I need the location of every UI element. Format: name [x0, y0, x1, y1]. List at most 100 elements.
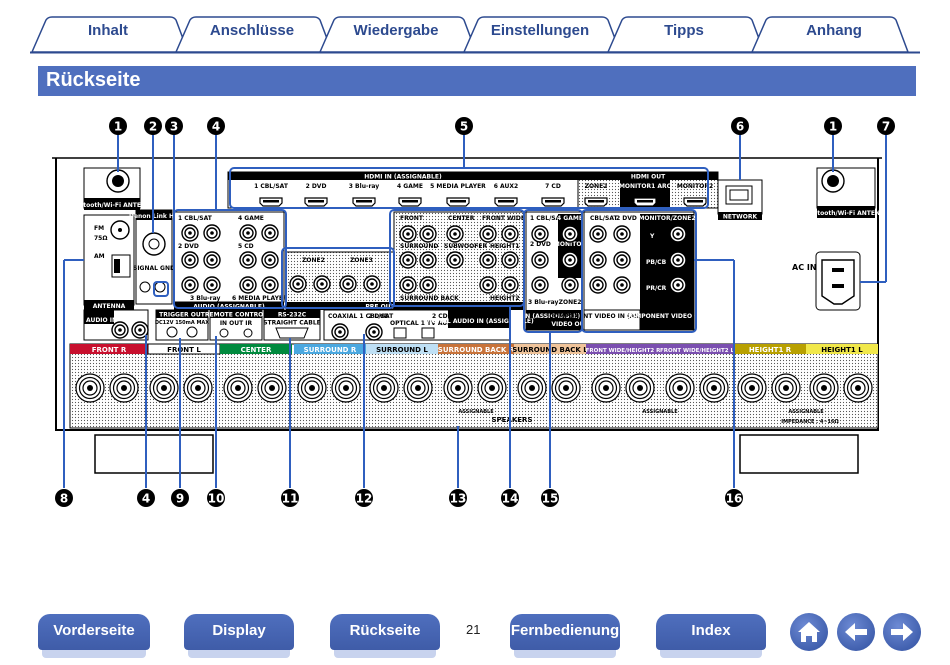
arrow-right-icon — [891, 623, 913, 641]
speaker-section: FRONT R FRONT L CENTER SURROUND R SURROU… — [69, 343, 879, 429]
audio-label-cd: 5 CD — [238, 243, 254, 250]
preout-surroundback-label: SURROUND BACK — [400, 295, 459, 302]
tab-anhang[interactable]: Anhang — [806, 22, 862, 39]
trigger-out-label: TRIGGER OUT — [159, 312, 206, 319]
speaker-front-r-label: FRONT R — [92, 346, 127, 354]
tab-tipps[interactable]: Tipps — [664, 22, 704, 39]
speaker-frontwide-r-label: FRONT WIDE/HEIGHT2 R — [586, 348, 661, 354]
assignable-label-3: ASSIGNABLE — [788, 409, 824, 415]
bt-antenna-left-label: Bluetooth/Wi-Fi ANTENNA — [68, 202, 156, 209]
hdmi-out-label: HDMI OUT — [631, 174, 666, 181]
nav-rueckseite-button[interactable]: Rückseite — [330, 614, 440, 658]
remote-control-label: REMOTE CONTROL — [205, 312, 267, 319]
hdmi-out-monitor2-label: MONITOR2 — [677, 183, 713, 190]
video-monitor-label: MONITOR — [554, 241, 587, 248]
callout-12: 12 — [356, 492, 373, 506]
callout-16: 16 — [726, 492, 743, 506]
fm-label: FM — [94, 225, 104, 232]
page-title: Rückseite — [46, 69, 141, 91]
fm-ohm-label: 75Ω — [94, 235, 107, 242]
nav-fernbedienung-button[interactable]: Fernbedienung — [510, 614, 620, 658]
digital-audio-label: DIGITAL AUDIO IN (ASSIGNABLE) — [424, 318, 534, 325]
callout-10: 10 — [208, 492, 225, 506]
speaker-frontwide-l-label: FRONT WIDE/HEIGHT2 L — [660, 348, 734, 354]
callout-6: 6 — [736, 120, 744, 134]
callout-3: 3 — [170, 120, 178, 134]
remote-sub-label: IN OUT IR — [220, 320, 253, 327]
preout-frontwide-label: FRONT WIDE — [482, 215, 525, 222]
speaker-front-l-label: FRONT L — [167, 346, 201, 354]
hdmi-in-5-label: 5 MEDIA PLAYER — [430, 183, 486, 190]
nav-vorderseite-button[interactable]: Vorderseite — [38, 614, 150, 658]
component-dvd-label: 2 DVD — [616, 215, 637, 222]
tab-anschluesse[interactable]: Anschlüsse — [209, 22, 295, 39]
video-dvd-label: 2 DVD — [530, 241, 551, 248]
preout-subwoofer-label: SUBWOOFER — [444, 243, 487, 250]
tab-einstellungen[interactable]: Einstellungen — [490, 22, 590, 39]
top-tab-bar: Inhalt Anschlüsse Wiedergabe Einstellung… — [30, 16, 920, 54]
foot-right — [739, 434, 859, 474]
hdmi-in-2-label: 2 DVD — [306, 183, 327, 190]
component-pb-label: PB/CB — [646, 259, 667, 266]
speaker-height1-r-label: HEIGHT1 R — [749, 346, 792, 354]
hdmi-in-3-label: 3 Blu-ray — [349, 183, 379, 190]
speaker-surroundback-r-label: SURROUND BACK R — [438, 346, 515, 354]
am-label: AM — [94, 253, 105, 260]
hdmi-in-1-label: 1 CBL/SAT — [254, 183, 289, 190]
bt-antenna-right-label: Bluetooth/Wi-Fi ANTENNA — [802, 210, 890, 217]
network-label: NETWORK — [723, 214, 758, 221]
video-bluray-label: 3 Blu-ray — [528, 299, 558, 306]
straight-cable-label: STRAIGHT CABLE — [263, 320, 321, 327]
callout-4a: 4 — [212, 120, 220, 134]
callout-15: 15 — [542, 492, 559, 506]
hdmi-out-zone2-label: ZONE2 — [585, 183, 608, 190]
callout-5: 5 — [460, 120, 468, 134]
preout-front-label: FRONT — [400, 215, 424, 222]
zone2-label: ZONE2 — [302, 257, 325, 264]
video-zone2-label: ZONE2 — [559, 299, 582, 306]
tab-wiedergabe[interactable]: Wiedergabe — [353, 22, 439, 39]
audio-label-bluray: 3 Blu-ray — [190, 295, 220, 302]
hdmi-out-ports — [584, 197, 707, 207]
assignable-label-2: ASSIGNABLE — [642, 409, 678, 415]
tab-inhalt[interactable]: Inhalt — [88, 22, 128, 39]
video-game-label: 4 GAME — [557, 215, 583, 222]
rs232c-label: RS-232C — [278, 312, 307, 319]
impedance-label: IMPEDANCE : 4~16Ω — [781, 419, 839, 425]
video-cbl-label: 1 CBL/SAT — [530, 215, 565, 222]
speaker-height1-l-label: HEIGHT1 L — [821, 346, 863, 354]
callout-9: 9 — [176, 492, 184, 506]
foot-left — [94, 434, 214, 474]
nav-display-button[interactable]: Display — [184, 614, 294, 658]
callout-1a: 1 — [114, 120, 122, 134]
hdmi-out-monitor1-label: MONITOR1 ARC — [619, 183, 672, 190]
preout-center-label: CENTER — [448, 215, 475, 222]
speaker-surround-r-label: SURROUND R — [304, 346, 357, 354]
callout-lines — [63, 134, 887, 488]
signal-gnd-label: SIGNAL GND — [133, 265, 175, 272]
nav-index-button[interactable]: Index — [656, 614, 766, 658]
preout-surround-label: SURROUND — [400, 243, 438, 250]
digital-coax1-label: COAXIAL 1 CBL/SAT — [328, 313, 394, 320]
back-button[interactable] — [837, 613, 875, 651]
rear-panel-diagram: Bluetooth/Wi-Fi ANTENNA Bluetooth/Wi-Fi … — [52, 117, 895, 507]
denon-link-label: Denon Link HD — [129, 213, 179, 220]
video-in-label: VIDEO IN (ASSIGNABLE) — [500, 313, 581, 320]
preout-height1-label: HEIGHT1 — [490, 243, 520, 250]
callouts-top: 1 2 3 4 5 6 1 7 — [109, 117, 895, 135]
antenna-label: ANTENNA — [93, 303, 126, 310]
audio-label-dvd: 2 DVD — [178, 243, 199, 250]
page-number: 21 — [466, 622, 481, 637]
callout-13: 13 — [450, 492, 467, 506]
component-in-label: COMPONENT VIDEO IN (ASSIGNABLE) — [549, 313, 675, 320]
zone3-label: ZONE3 — [350, 257, 373, 264]
speaker-surround-l-label: SURROUND L — [376, 346, 428, 354]
hdmi-in-4-label: 4 GAME — [397, 183, 423, 190]
forward-button[interactable] — [883, 613, 921, 651]
hdmi-in-6-label: 6 AUX2 — [494, 183, 518, 190]
digital-opt2-label: 2 CD — [432, 313, 448, 320]
assignable-label-1: ASSIGNABLE — [458, 409, 494, 415]
home-button[interactable] — [790, 613, 828, 651]
callout-8: 8 — [60, 492, 68, 506]
